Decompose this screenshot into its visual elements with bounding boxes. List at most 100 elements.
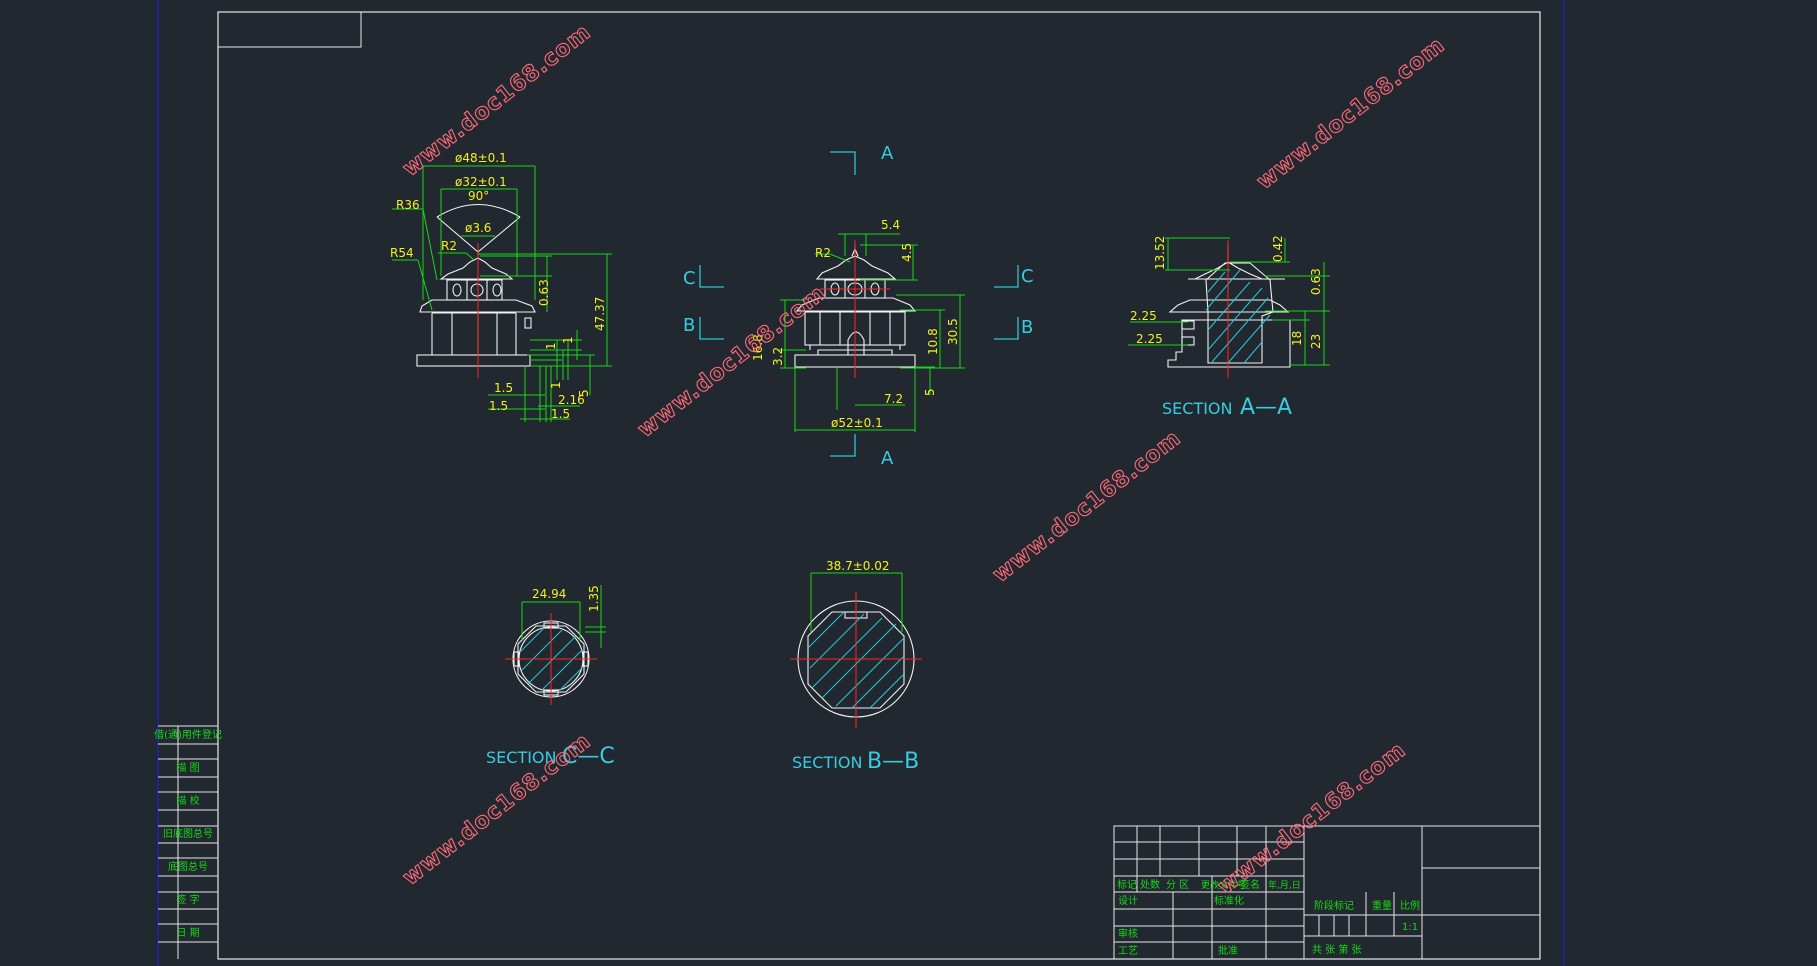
front-view-dimension-text: ø48±0.1 ø32±0.1 90° ø3.6 R36 R54 R2 0.63… [390, 151, 607, 421]
middle-view-section-marks [699, 151, 1019, 457]
dim-text: 10.8 [926, 328, 940, 355]
dim-text: 0.63 [537, 279, 551, 306]
dim-text: 2.16 [558, 393, 585, 407]
title-block-cell: 标准化 [1214, 894, 1244, 907]
dim-text: 2.25 [1130, 309, 1157, 323]
dim-text: ø52±0.1 [831, 416, 883, 430]
section-bb-view[interactable]: 38.7±0.02 SECTION B—B [790, 559, 922, 774]
dim-text: 16.8 [751, 334, 765, 361]
section-aa-title: SECTION A—A [1162, 395, 1292, 420]
drawing-border [217, 11, 1541, 960]
watermarks: www.doc168.com www.doc168.com www.doc168… [398, 19, 1451, 900]
dim-text: 1 [544, 342, 558, 350]
title-block[interactable]: 标记 处数 分 区 更改文件号 签名 年,月,日 设计 标准化 审核 工艺 批准… [1113, 825, 1541, 960]
dim-text: 5.4 [881, 218, 900, 232]
dim-text: R36 [396, 198, 420, 212]
dim-text: 7.2 [884, 392, 903, 406]
section-cc-dimension-lines [521, 585, 606, 648]
watermark: www.doc168.com [1252, 33, 1450, 195]
middle-view-section-letters: A A C C B B [683, 143, 1034, 469]
section-bb-dimension-lines [810, 572, 903, 632]
register-label: 借(通)用件登记 [154, 728, 222, 741]
section-title-prefix: SECTION [792, 753, 863, 772]
dim-text: R2 [815, 246, 831, 260]
title-block-cell: 重量 [1372, 899, 1392, 912]
front-view-dimension-lines [392, 165, 612, 422]
title-block-cell: 年,月,日 [1268, 879, 1301, 891]
middle-view-dimension-lines [777, 233, 965, 432]
dim-text: 4.5 [900, 243, 914, 262]
title-block-labels: 标记 处数 分 区 更改文件号 签名 年,月,日 设计 标准化 审核 工艺 批准… [1117, 878, 1420, 957]
title-block-cell: 批准 [1218, 944, 1238, 957]
section-title-name: C—C [562, 744, 615, 769]
register-label: 描 校 [176, 794, 199, 807]
dim-text: 5 [923, 388, 937, 396]
register-label: 描 图 [176, 761, 199, 774]
section-aa-dimension-lines [1128, 237, 1330, 366]
section-title-prefix: SECTION [486, 748, 557, 767]
section-title-name: A—A [1240, 395, 1292, 420]
title-block-cell: 1:1 [1402, 922, 1418, 933]
section-aa-view[interactable]: 13.52 0.42 0.63 2.25 2.25 18 23 SECTION … [1128, 235, 1330, 420]
section-cc-centerline [505, 613, 597, 705]
section-mark-a: A [881, 143, 894, 164]
section-cc-hatch [519, 627, 583, 691]
watermark: www.doc168.com [633, 281, 831, 443]
dim-text: 1.5 [494, 381, 513, 395]
left-register-strip [158, 725, 218, 959]
section-aa-dimension-text: 13.52 0.42 0.63 2.25 2.25 18 23 [1130, 235, 1323, 349]
dim-text: 1.35 [587, 585, 601, 612]
dim-text: 1.5 [489, 399, 508, 413]
section-cc-view[interactable]: 24.94 1.35 SECTION C—C [486, 585, 615, 769]
dim-text: ø3.6 [465, 221, 491, 235]
title-block-cell: 审核 [1118, 927, 1138, 940]
dim-text: 5 [577, 389, 591, 397]
dim-text: 13.52 [1153, 236, 1167, 270]
title-block-cell: 标记 [1117, 879, 1137, 891]
section-mark-b: B [1021, 317, 1033, 338]
sheet-frame [157, 0, 1565, 966]
section-mark-c: C [683, 268, 696, 289]
dim-text: ø32±0.1 [455, 175, 507, 189]
watermark: www.doc168.com [1213, 738, 1411, 900]
dim-text: 1 [561, 336, 575, 344]
middle-view[interactable]: A A C C B B [683, 143, 1034, 469]
register-label: 日 期 [176, 927, 199, 939]
title-block-cell: 比例 [1400, 899, 1420, 912]
dim-text: 23 [1309, 334, 1323, 349]
dim-text: 90° [468, 189, 489, 203]
dim-text: 3.2 [771, 347, 785, 366]
register-label: 签 字 [176, 893, 199, 906]
title-block-cell: 共 张 第 张 [1312, 943, 1362, 956]
left-register-labels: 借(通)用件登记 描 图 描 校 旧底图总号 底图总号 签 字 日 期 [154, 728, 222, 939]
dim-text: 2.25 [1136, 332, 1163, 346]
section-cc-dimension-text: 24.94 1.35 [532, 585, 601, 612]
dim-text: R2 [441, 239, 457, 253]
dim-text: 0.42 [1271, 235, 1285, 262]
title-block-cell: 处数 [1140, 878, 1160, 891]
front-view[interactable]: ø48±0.1 ø32±0.1 90° ø3.6 R36 R54 R2 0.63… [390, 151, 612, 422]
section-mark-b: B [683, 315, 695, 336]
title-block-cell: 设计 [1118, 894, 1138, 907]
dim-text: 1.5 [551, 407, 570, 421]
dim-text: 24.94 [532, 587, 566, 601]
section-mark-c: C [1021, 266, 1034, 287]
dim-text: 30.5 [946, 318, 960, 345]
section-aa-hatch [1205, 269, 1271, 364]
dim-text: ø48±0.1 [455, 151, 507, 165]
section-title-prefix: SECTION [1162, 399, 1233, 418]
section-cc-title: SECTION C—C [486, 744, 615, 769]
dim-text: 38.7±0.02 [826, 559, 890, 573]
title-block-cell: 阶段标记 [1314, 899, 1354, 912]
section-mark-a: A [881, 448, 894, 469]
title-block-cell: 工艺 [1118, 945, 1138, 957]
dim-text: 47.37 [593, 297, 607, 331]
title-block-cell: 分 区 [1166, 879, 1189, 891]
register-label: 旧底图总号 [163, 827, 213, 840]
section-bb-centerline [790, 592, 922, 728]
title-block-grid [1113, 825, 1541, 960]
section-bb-title: SECTION B—B [792, 749, 919, 774]
dim-text: R54 [390, 246, 414, 260]
section-bb-dimension-text: 38.7±0.02 [826, 559, 890, 573]
